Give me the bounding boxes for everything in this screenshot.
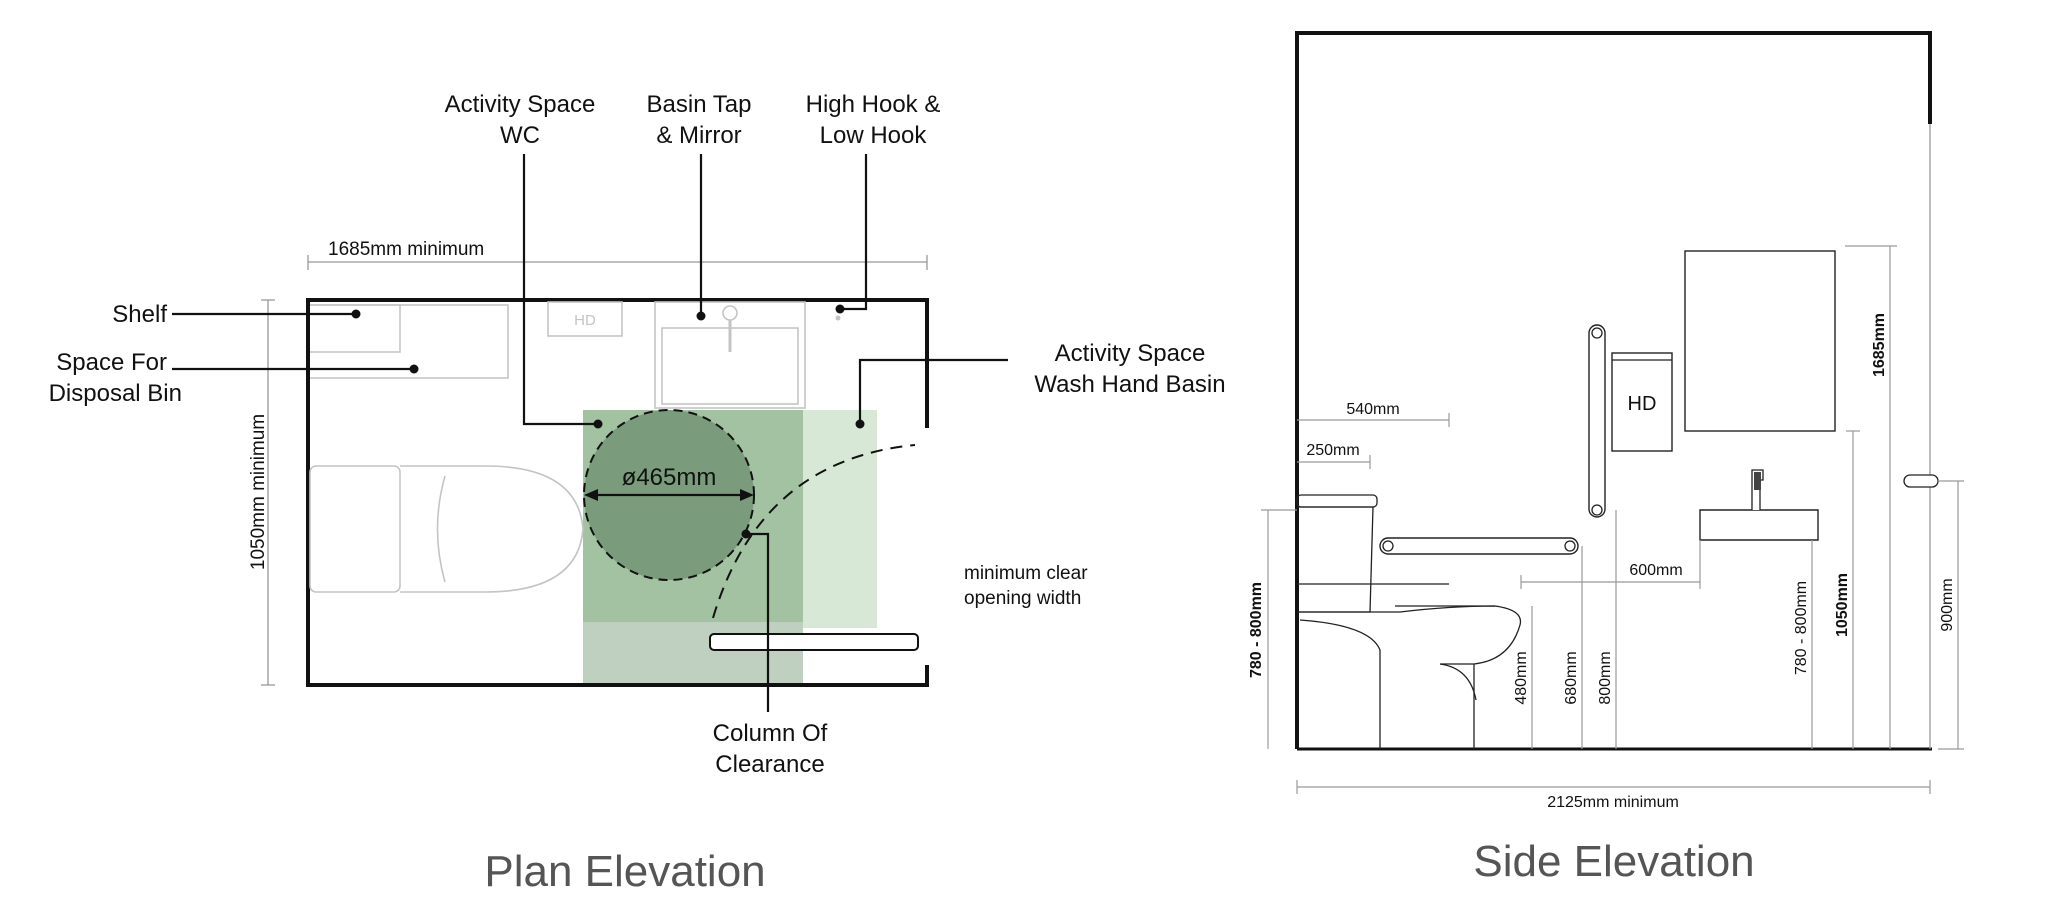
cistern-outline	[309, 465, 401, 593]
tap-icon	[722, 305, 738, 321]
label-whb-line1: Activity Space	[1055, 340, 1206, 367]
label-disposal-line1: Space For	[56, 349, 167, 376]
vertical-grab-rail	[1588, 324, 1606, 518]
plan-width-label: 1685mm minimum	[328, 239, 484, 260]
horizontal-rail-right-bracket	[1564, 540, 1576, 552]
dim-800: 800mm	[1597, 651, 1614, 704]
dim-900: 900mm	[1939, 578, 1956, 631]
plan-hd-label: HD	[574, 312, 596, 329]
leader-dot-disposal	[409, 364, 419, 374]
label-clear-opening-line2: opening width	[964, 588, 1081, 609]
vertical-rail-bottom-bracket	[1591, 504, 1603, 516]
leader-hooks	[840, 154, 868, 311]
leader-dot-column	[741, 529, 751, 539]
label-column-line2: Clearance	[715, 751, 824, 778]
column-of-clearance-zone	[583, 622, 803, 684]
side-basin	[1699, 509, 1819, 541]
side-toilet	[1296, 494, 1522, 749]
arrow-left-icon	[584, 489, 598, 501]
side-hd-label: HD	[1628, 393, 1657, 415]
plan-elevation: ø465mm HD 1685mm minimum 1	[49, 91, 1226, 896]
vertical-rail-top-bracket	[1591, 327, 1603, 339]
plan-height-label: 1050mm minimum	[248, 414, 269, 570]
leader-dot-shelf	[351, 309, 361, 319]
hand-dryer-outline	[547, 301, 623, 337]
dim-540: 540mm	[1346, 401, 1399, 418]
plan-room-walls	[306, 298, 929, 687]
label-basin-tap-line2: & Mirror	[656, 122, 741, 149]
leader-dot-whb	[855, 419, 865, 429]
cistern-body	[1297, 506, 1374, 613]
side-tap-detail	[1754, 472, 1761, 490]
side-dimensions: 540mm 250mm 600mm 480mm 680mm 800mm 780 …	[1248, 245, 1964, 811]
label-activity-wc-line1: Activity Space	[445, 91, 596, 118]
side-elevation-title: Side Elevation	[1473, 837, 1754, 886]
door-swing-arc	[712, 444, 916, 619]
arrow-right-icon	[740, 489, 754, 501]
dim-250: 250mm	[1306, 442, 1359, 459]
label-clear-opening-line1: minimum clear	[964, 563, 1088, 584]
toilet-seat-line	[436, 475, 446, 583]
low-hook-icon	[835, 315, 841, 321]
label-basin-tap-line1: Basin Tap	[647, 91, 752, 118]
leader-dot-hooks	[835, 304, 845, 314]
dim-680: 680mm	[1563, 651, 1580, 704]
dim-780-800-left: 780 - 800mm	[1248, 582, 1265, 678]
dim-1050: 1050mm	[1834, 573, 1851, 637]
label-hooks-line1: High Hook &	[806, 91, 941, 118]
basin-outline	[654, 301, 806, 409]
hand-dryer	[1611, 352, 1673, 452]
door-grab-rail	[709, 633, 919, 651]
toilet-pedestal-front	[1299, 619, 1381, 749]
cistern-lid	[1296, 494, 1378, 508]
dim-600: 600mm	[1629, 562, 1682, 579]
plan-elevation-title: Plan Elevation	[484, 847, 765, 896]
disposal-bin-outline	[310, 304, 509, 379]
label-column-line1: Column Of	[713, 720, 828, 747]
leader-column	[746, 532, 770, 712]
label-whb-line2: Wash Hand Basin	[1034, 371, 1225, 398]
toilet-bowl-outline	[400, 465, 584, 593]
leader-dot-basin-tap	[696, 311, 706, 321]
horizontal-rail-left-bracket	[1382, 540, 1394, 552]
leader-whb	[858, 358, 1008, 424]
dim-2125: 2125mm minimum	[1547, 794, 1679, 811]
label-shelf: Shelf	[112, 301, 167, 328]
leader-activity-wc	[522, 154, 598, 426]
dim-1685: 1685mm	[1871, 313, 1888, 377]
toilet-trap-curve	[1439, 663, 1477, 701]
toilet-bowl-profile	[1297, 605, 1522, 665]
side-elevation: HD 540mm 250mm	[1248, 31, 1964, 886]
label-disposal-line2: Disposal Bin	[49, 380, 182, 407]
plan-fixtures: HD	[309, 301, 919, 651]
side-room-walls	[1295, 31, 1932, 749]
dim-480: 480mm	[1513, 651, 1530, 704]
label-hooks-line2: Low Hook	[820, 122, 928, 149]
horizontal-grab-rail	[1379, 537, 1579, 555]
turning-circle-label: ø465mm	[622, 464, 717, 491]
activity-space-basin-zone	[803, 410, 877, 628]
label-activity-wc-line2: WC	[500, 122, 540, 149]
leader-dot-activity-wc	[593, 419, 603, 429]
dim-780-800-right: 780 - 800mm	[1793, 581, 1810, 675]
mirror	[1684, 250, 1836, 432]
door-handle	[1903, 474, 1939, 488]
